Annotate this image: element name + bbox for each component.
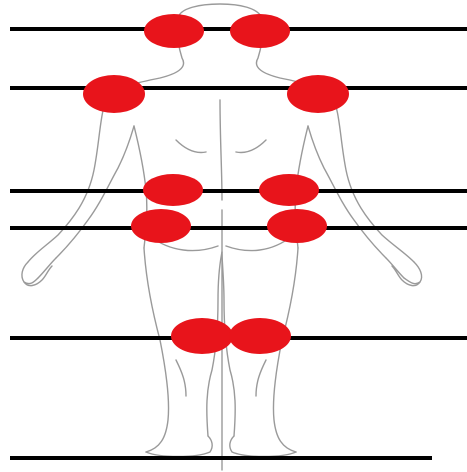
marker-upper-hip-right: [259, 174, 319, 206]
marker-upper-hip-left: [143, 174, 203, 206]
marker-shoulder-right: [287, 75, 349, 113]
body-outline: [22, 4, 422, 470]
marker-knee-left: [171, 318, 233, 354]
marker-neck-right: [230, 14, 290, 48]
marker-lower-hip-right: [267, 209, 327, 243]
region-markers: [83, 14, 349, 354]
marker-knee-right: [229, 318, 291, 354]
marker-neck-left: [144, 14, 204, 48]
reference-lines: [10, 29, 467, 458]
marker-shoulder-left: [83, 75, 145, 113]
marker-lower-hip-left: [131, 209, 191, 243]
